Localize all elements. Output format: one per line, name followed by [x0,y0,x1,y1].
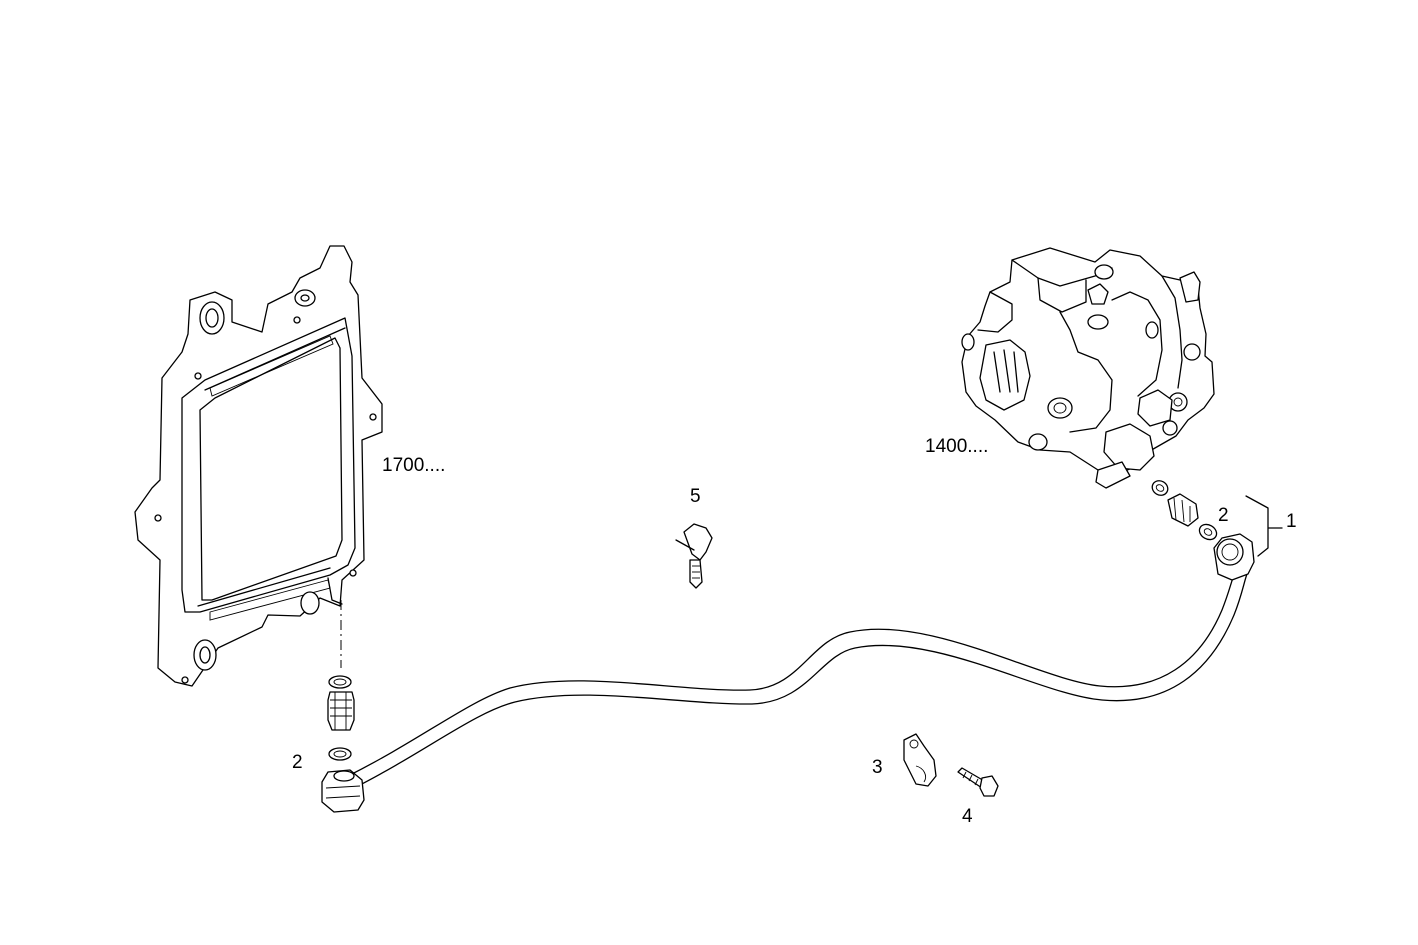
right-sealing-washer-top [1151,480,1169,496]
right-sealing-washer-bottom [1198,523,1218,541]
pump-reference-label: 1400.... [925,436,988,457]
item-1-bracket [1245,495,1283,557]
fuel-pipe [321,533,1255,813]
item-5-label: 5 [690,486,701,507]
item-4-label: 4 [962,806,973,827]
left-sealing-washer-bottom [328,747,352,761]
item-2-right-label: 2 [1218,505,1229,526]
left-union-adapter [327,691,355,731]
left-sealing-washer-top [328,675,352,689]
right-union-adapter [1167,493,1199,527]
cable-tie [675,523,713,589]
p-clamp [903,733,937,787]
ecu-frame [134,245,383,687]
item-2-left-label: 2 [292,752,303,773]
ecu-reference-label: 1700.... [382,455,445,476]
item-3-label: 3 [872,757,883,778]
injection-pump [961,247,1215,489]
bolt [957,767,999,797]
item-1-label: 1 [1286,511,1297,532]
